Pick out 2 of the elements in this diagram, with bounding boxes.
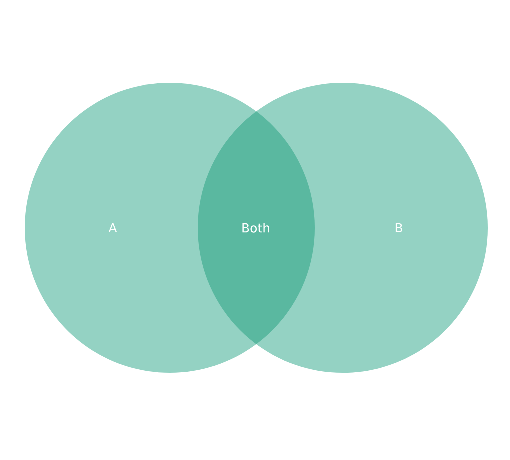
node-label: B (396, 223, 402, 233)
venn-overlap: Both (242, 223, 270, 233)
